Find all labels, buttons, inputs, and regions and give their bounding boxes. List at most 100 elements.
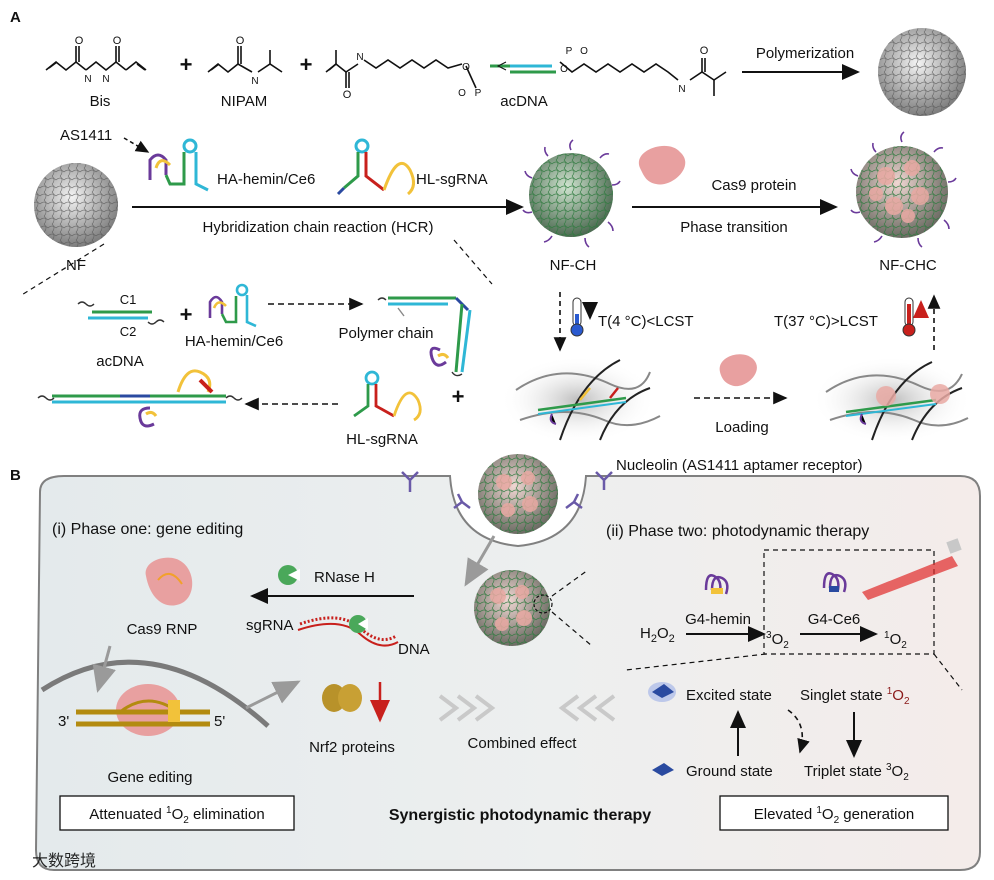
phase-one-title: (i) Phase one: gene editing bbox=[52, 521, 243, 538]
acdna-p2: P bbox=[566, 46, 573, 57]
phase-two-zoom-box bbox=[763, 549, 935, 655]
bis-n1: N bbox=[84, 74, 91, 85]
c1-label: C1 bbox=[120, 292, 137, 307]
endocytosis-arrow bbox=[464, 535, 496, 587]
plus-2: + bbox=[300, 52, 313, 77]
ground-state-icon bbox=[652, 763, 674, 776]
nipam-o: O bbox=[236, 35, 245, 47]
acdna-duplex bbox=[490, 61, 556, 74]
zoom-line-left bbox=[19, 243, 105, 297]
ground-state-label: Ground state bbox=[686, 763, 773, 780]
bis-o1: O bbox=[75, 35, 84, 47]
gene-editing-label: Gene editing bbox=[107, 769, 192, 786]
out-of-nucleus-arrow bbox=[245, 680, 301, 710]
panel-b-label: B bbox=[10, 467, 21, 484]
bis-o2: O bbox=[113, 35, 122, 47]
cas9-label: Cas9 protein bbox=[711, 177, 796, 194]
cas9-loading-icon bbox=[719, 354, 757, 387]
acdna-c1-c2-duplex bbox=[77, 301, 165, 325]
hl-sgrna-hairpin bbox=[336, 138, 415, 196]
singlet-state-label: Singlet state 1O2 bbox=[800, 686, 910, 707]
ha-hemin-hairpin bbox=[148, 138, 209, 192]
nipam-label: NIPAM bbox=[221, 93, 267, 110]
plus-3: + bbox=[180, 302, 193, 327]
cold-label: T(4 °C)<LCST bbox=[598, 313, 694, 330]
as1411-pointer bbox=[123, 137, 150, 153]
plus-1: + bbox=[180, 52, 193, 77]
acdna-o5: O bbox=[560, 64, 568, 75]
acdna-o4: O bbox=[580, 46, 588, 57]
sgrna-dna-hybrid bbox=[297, 615, 399, 647]
acdna-n2: N bbox=[678, 84, 685, 95]
three-prime-label: 3' bbox=[58, 713, 69, 730]
nipam-structure bbox=[207, 46, 283, 74]
acdna-p1: P bbox=[475, 88, 482, 99]
acdna-o6: O bbox=[700, 45, 709, 57]
thermometer-warm-icon bbox=[902, 297, 929, 337]
cas9-protein-icon bbox=[638, 145, 686, 185]
singlet-o2-label: 1O2 bbox=[884, 630, 907, 651]
thermometer-cold-icon bbox=[570, 297, 598, 337]
elevated-label: Elevated 1O2 generation bbox=[754, 805, 914, 826]
acdna-label: acDNA bbox=[500, 93, 548, 110]
h2o2-label: H2O2 bbox=[640, 625, 675, 645]
nrf2-label: Nrf2 proteins bbox=[309, 739, 395, 756]
gene-editing-complex bbox=[76, 684, 210, 736]
synergistic-label: Synergistic photodynamic therapy bbox=[389, 807, 651, 824]
zoom-line-b2 bbox=[933, 653, 963, 691]
triplet-o2-label: 3O2 bbox=[766, 630, 789, 651]
triplet-state-label: Triplet state 3O2 bbox=[804, 762, 909, 783]
g4-hemin-icon bbox=[704, 574, 729, 595]
elevated-box bbox=[719, 795, 949, 831]
attenuated-label: Attenuated 1O2 elimination bbox=[89, 805, 264, 826]
acdna-bottom-label: acDNA bbox=[96, 353, 144, 370]
loading-label: Loading bbox=[715, 419, 768, 436]
zoom-line-b1 bbox=[625, 653, 767, 671]
nanogel-ball-polymerized bbox=[878, 28, 966, 116]
acdna-o2: O bbox=[462, 62, 470, 73]
g4-hemin-label: G4-hemin bbox=[685, 611, 751, 628]
c2-label: C2 bbox=[120, 324, 137, 339]
acdna-n1: N bbox=[356, 52, 363, 63]
polymerization-label: Polymerization bbox=[756, 45, 854, 62]
cas9-rnp-label: Cas9 RNP bbox=[127, 621, 198, 638]
g4-ce6-icon bbox=[822, 572, 847, 593]
cell-membrane bbox=[34, 475, 981, 871]
zoom-to-phase-two-1 bbox=[551, 569, 589, 597]
nrf2-protein-icon bbox=[322, 684, 362, 712]
nucleolin-label: Nucleolin (AS1411 aptamer receptor) bbox=[616, 457, 863, 474]
as1411-label: AS1411 bbox=[60, 127, 112, 144]
nf-chc-label: NF-CHC bbox=[879, 257, 937, 274]
nipam-n: N bbox=[251, 76, 258, 87]
excited-state-icon bbox=[648, 682, 676, 702]
plus-4: + bbox=[452, 384, 465, 409]
polymer-chain-label: Polymer chain bbox=[338, 325, 433, 342]
hl-sgrna-label: HL-sgRNA bbox=[416, 171, 488, 188]
nucleolin-receptors bbox=[401, 471, 613, 509]
ha-hemin-small-label: HA-hemin/Ce6 bbox=[185, 333, 283, 350]
bis-label: Bis bbox=[90, 93, 111, 110]
hl-sgrna-small-label: HL-sgRNA bbox=[346, 431, 418, 448]
phase-two-title: (ii) Phase two: photodynamic therapy bbox=[606, 523, 869, 540]
zoom-line-right bbox=[453, 239, 493, 285]
nf-ch-label: NF-CH bbox=[550, 257, 597, 274]
ha-hemin-label: HA-hemin/Ce6 bbox=[217, 171, 315, 188]
internalized-nanogel bbox=[474, 570, 553, 646]
nf-ch-nanogel bbox=[522, 139, 621, 248]
attenuated-box bbox=[59, 795, 295, 831]
laser-source-icon bbox=[946, 538, 962, 554]
nf-nanogel bbox=[34, 163, 118, 247]
g4-ce6-label: G4-Ce6 bbox=[808, 611, 861, 628]
combined-effect-label: Combined effect bbox=[468, 735, 578, 752]
watermark: 大数跨境 bbox=[32, 851, 96, 870]
sgrna-label: sgRNA bbox=[246, 617, 294, 634]
dna-label: DNA bbox=[398, 641, 430, 658]
nucleus-envelope bbox=[40, 659, 270, 728]
acdna-monomer-structure bbox=[325, 50, 727, 96]
bis-n2: N bbox=[102, 74, 109, 85]
nf-label: NF bbox=[66, 257, 86, 274]
cas9-rnp-icon bbox=[145, 557, 193, 606]
into-nucleus-arrow bbox=[92, 645, 116, 693]
hcr-label: Hybridization chain reaction (HCR) bbox=[203, 219, 434, 236]
